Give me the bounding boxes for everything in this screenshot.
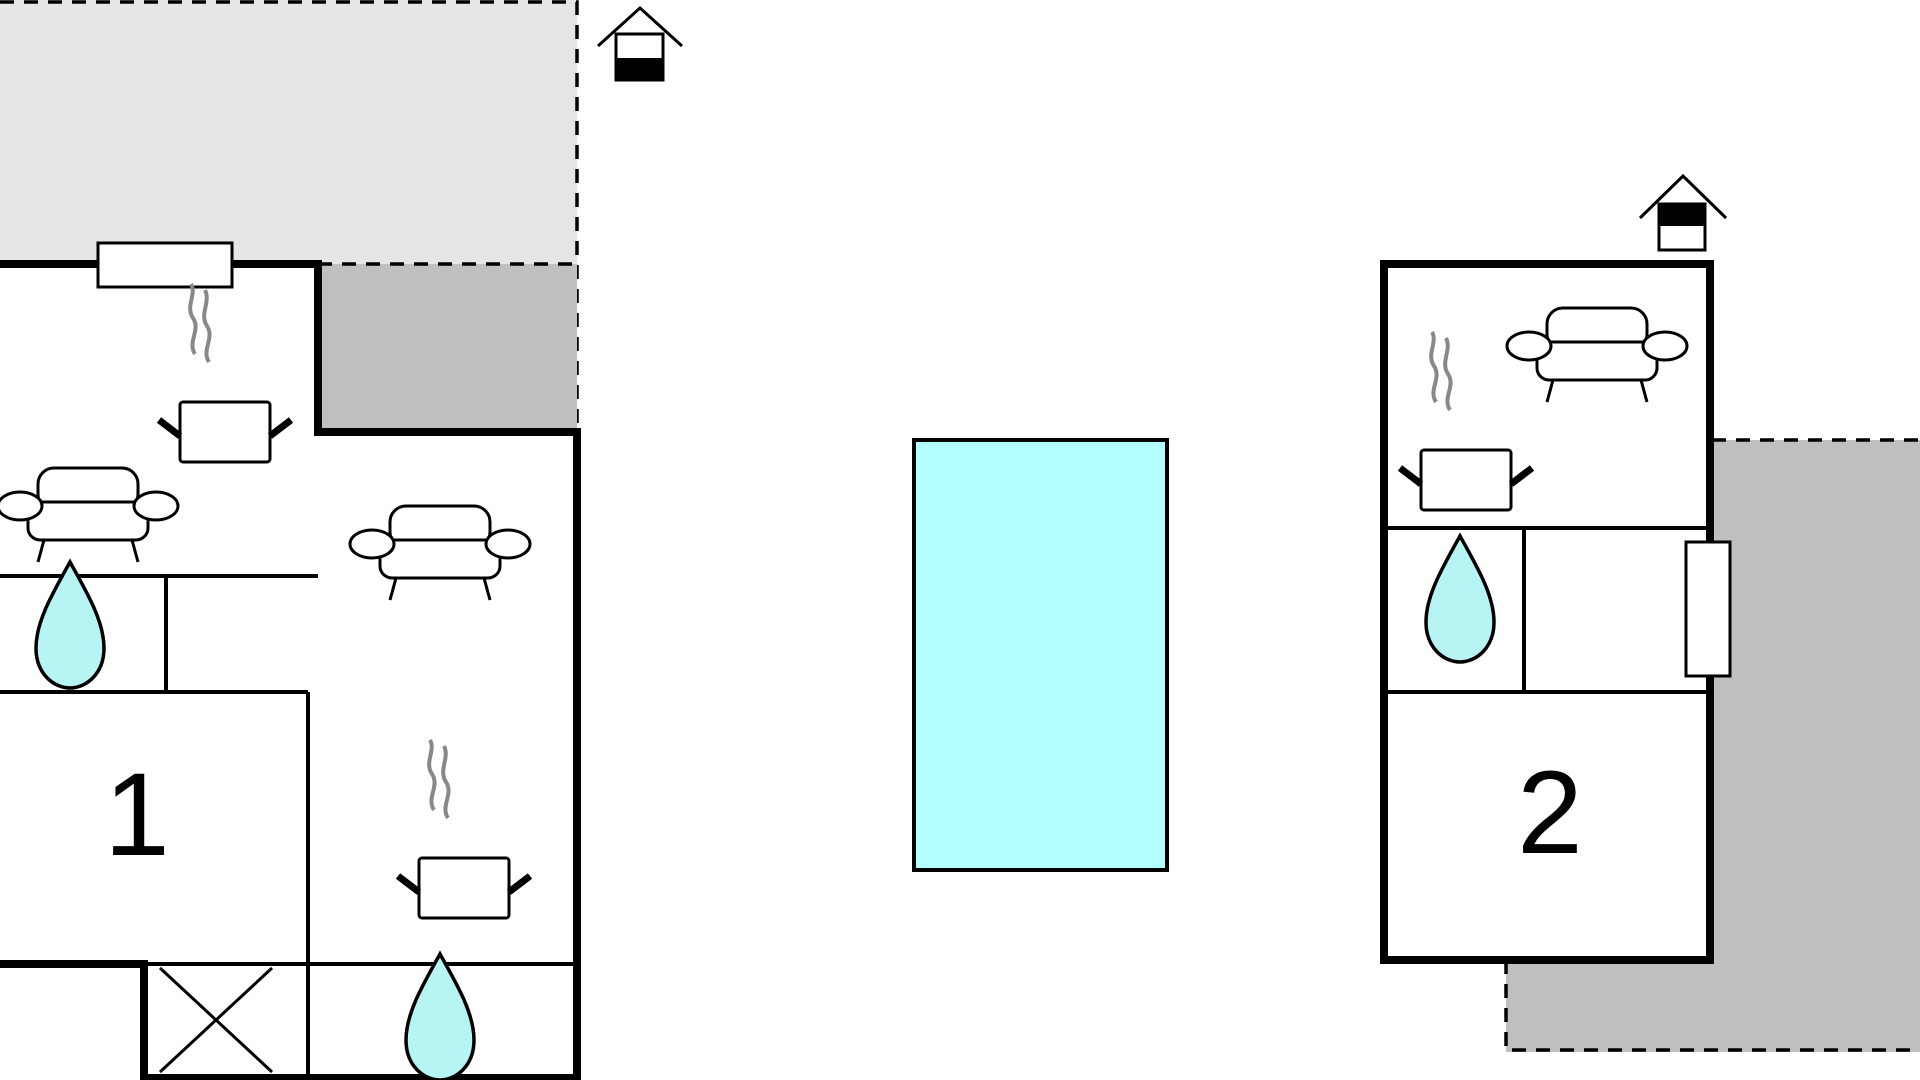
room-2-label: 2 [1517,747,1583,879]
cooking-pot-icon [1400,332,1532,510]
terrace-top-left [0,0,579,430]
room-1-label: 1 [104,749,170,881]
sofa-icon [1505,306,1689,404]
water-drop-icon [34,560,106,690]
sofa-icon [348,504,532,602]
terrace-right [1504,438,1920,1052]
terrace-mid-left [318,262,577,432]
water-drop-icon [1424,534,1496,664]
swimming-pool [912,438,1169,872]
cooking-pot-icon [159,284,291,462]
unit-1-walls [0,260,581,1080]
water-drop-icon [404,952,476,1080]
sofa-icon [0,466,180,564]
stairwell-cross-icon [158,966,274,1074]
house-entrance-icon [596,5,684,82]
window-icon [96,241,234,289]
house-entrance-icon [1638,173,1728,252]
cooking-pot-icon [398,740,530,918]
window-icon [1684,540,1732,678]
